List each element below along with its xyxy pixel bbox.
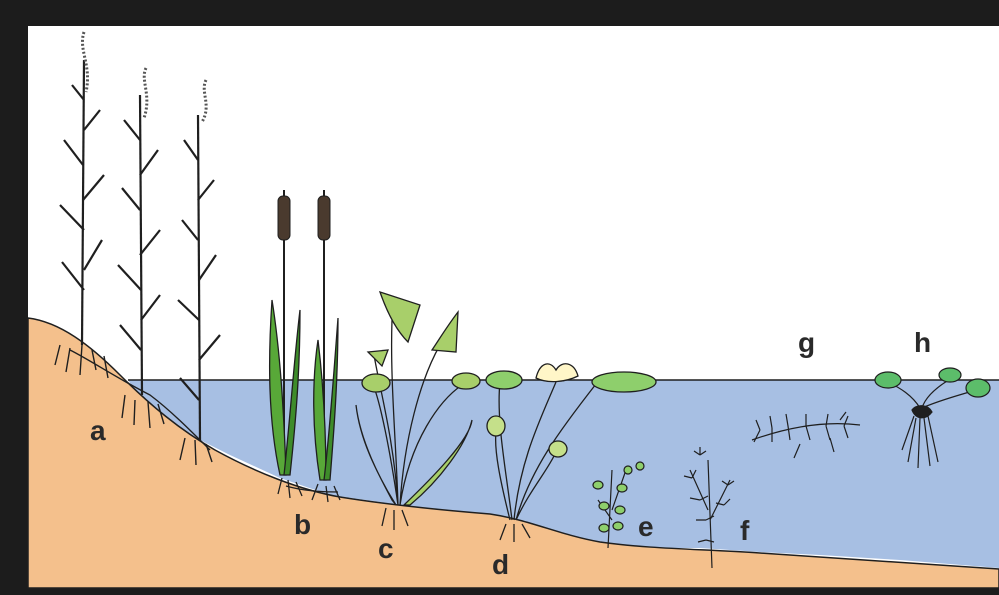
label-c: c <box>378 533 394 564</box>
label-g: g <box>798 327 815 358</box>
label-h: h <box>914 327 931 358</box>
lily-pad-1 <box>486 371 522 389</box>
duckweed-leaf-3 <box>966 379 990 397</box>
label-b: b <box>294 509 311 540</box>
lily-pad-2 <box>592 372 656 392</box>
label-e: e <box>638 511 654 542</box>
label-d: d <box>492 549 509 580</box>
duckweed-leaf-1 <box>875 372 901 388</box>
duckweed-leaf-2 <box>939 368 961 382</box>
cattail-head-2 <box>318 196 330 240</box>
label-f: f <box>740 515 750 546</box>
cattail-head-1 <box>278 196 290 240</box>
label-a: a <box>90 415 106 446</box>
